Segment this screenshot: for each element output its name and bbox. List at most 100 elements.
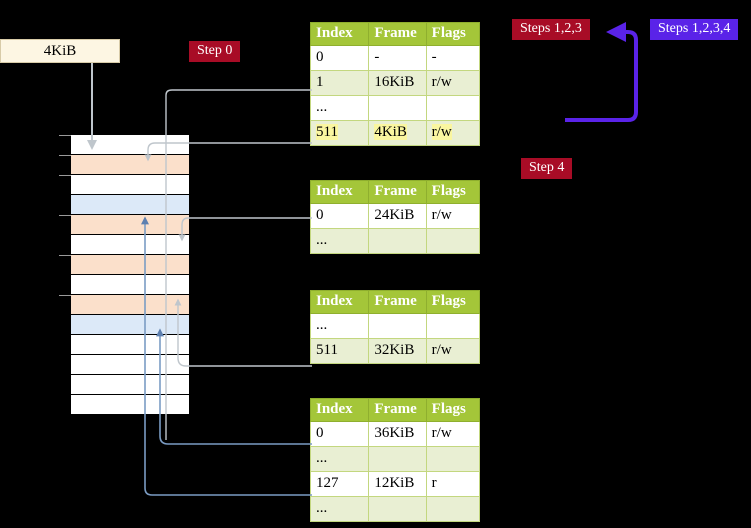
cell-frame: 4KiB: [368, 120, 427, 146]
badge-steps-1-2-3: Steps 1,2,3: [512, 19, 590, 41]
wire-table3-to-memory: [174, 298, 312, 367]
column-header-index: Index: [309, 398, 370, 422]
memory-tick: [59, 295, 71, 296]
cell-frame: [368, 313, 427, 339]
cell-flags: [425, 313, 481, 339]
table-header-row: Index Frame Flags: [309, 290, 481, 314]
cell-frame: 24KiB: [368, 203, 427, 229]
column-header-index: Index: [309, 180, 370, 204]
cell-index: ...: [309, 95, 370, 121]
cell-frame: 32KiB: [368, 338, 427, 364]
column-header-flags: Flags: [425, 290, 481, 314]
column-header-frame: Frame: [368, 180, 427, 204]
badge-step-0: Step 0: [189, 41, 241, 63]
cell-index: 511: [309, 120, 370, 146]
table-row: ...: [309, 496, 481, 522]
table-header-row: Index Frame Flags: [309, 398, 481, 422]
page-table-2: Index Frame Flags 0 24KiB r/w ...: [309, 180, 481, 254]
memory-row: [71, 135, 189, 155]
cell-index: ...: [309, 446, 370, 472]
cell-flags: -: [425, 45, 481, 71]
cell-flags: [425, 496, 481, 522]
cell-flags: r/w: [425, 203, 481, 229]
memory-row: [71, 235, 189, 255]
table-row: ...: [309, 228, 481, 254]
memory-row: [71, 255, 189, 275]
cell-frame: [368, 496, 427, 522]
cell-frame: 12KiB: [368, 471, 427, 497]
cell-index: ...: [309, 313, 370, 339]
memory-tick: [59, 215, 71, 216]
table-row: 511 4KiB r/w: [309, 120, 481, 146]
column-header-index: Index: [309, 290, 370, 314]
memory-row: [71, 175, 189, 195]
column-header-frame: Frame: [368, 22, 427, 46]
cell-flags: [425, 95, 481, 121]
table-row: 511 32KiB r/w: [309, 338, 481, 364]
cell-flags-text: r/w: [431, 124, 452, 140]
cell-frame: [368, 228, 427, 254]
memory-row: [71, 375, 189, 395]
page-table-3: Index Frame Flags ... 511 32KiB r/w: [309, 290, 481, 364]
cell-frame: 36KiB: [368, 421, 427, 447]
cell-index: 1: [309, 70, 370, 96]
column-header-flags: Flags: [425, 398, 481, 422]
table-row: 0 - -: [309, 45, 481, 71]
cell-index: 0: [309, 421, 370, 447]
table-header-row: Index Frame Flags: [309, 180, 481, 204]
column-header-index: Index: [309, 22, 370, 46]
size-box-label: 4KiB: [43, 42, 77, 59]
column-header-flags: Flags: [425, 22, 481, 46]
memory-row: [71, 335, 189, 355]
memory-row: [71, 315, 189, 335]
table-row: 127 12KiB r: [309, 471, 481, 497]
table-row: 1 16KiB r/w: [309, 70, 481, 96]
cell-flags: [425, 228, 481, 254]
memory-tick: [59, 175, 71, 176]
wire-purple-bracket: [565, 22, 638, 122]
cell-flags: r/w: [425, 421, 481, 447]
wire-table2-to-memory: [178, 217, 312, 242]
memory-row: [71, 355, 189, 375]
memory-row: [71, 295, 189, 315]
cell-frame: [368, 446, 427, 472]
cell-frame: [368, 95, 427, 121]
table-row: ...: [309, 313, 481, 339]
cell-index: 127: [309, 471, 370, 497]
memory-tick: [59, 135, 71, 136]
size-box-4kib: 4KiB: [0, 39, 120, 63]
cell-flags: r/w: [425, 70, 481, 96]
physical-memory-column: [70, 134, 190, 415]
memory-tick: [59, 155, 71, 156]
cell-index: 0: [309, 45, 370, 71]
cell-flags: [425, 446, 481, 472]
table-row: 0 36KiB r/w: [309, 421, 481, 447]
column-header-flags: Flags: [425, 180, 481, 204]
cell-index: 511: [309, 338, 370, 364]
page-table-1: Index Frame Flags 0 - - 1 16KiB r/w ...: [309, 22, 481, 146]
column-header-frame: Frame: [368, 398, 427, 422]
table-header-row: Index Frame Flags: [309, 22, 481, 46]
memory-row: [71, 155, 189, 175]
memory-tick: [59, 255, 71, 256]
cell-frame: 16KiB: [368, 70, 427, 96]
cell-index: 0: [309, 203, 370, 229]
badge-steps-1-2-3-4: Steps 1,2,3,4: [650, 19, 739, 41]
column-header-frame: Frame: [368, 290, 427, 314]
memory-row: [71, 195, 189, 215]
memory-row: [71, 215, 189, 235]
cell-frame: -: [368, 45, 427, 71]
cell-flags: r/w: [425, 120, 481, 146]
cell-flags: r: [425, 471, 481, 497]
cell-index: ...: [309, 496, 370, 522]
page-table-4: Index Frame Flags 0 36KiB r/w ... 127 12…: [309, 398, 481, 522]
cell-frame-text: 4KiB: [374, 124, 407, 140]
cell-flags: r/w: [425, 338, 481, 364]
memory-row: [71, 275, 189, 295]
cell-index-text: 511: [316, 124, 338, 140]
table-row: ...: [309, 95, 481, 121]
table-row: ...: [309, 446, 481, 472]
cell-index: ...: [309, 228, 370, 254]
badge-step-4: Step 4: [521, 158, 573, 180]
